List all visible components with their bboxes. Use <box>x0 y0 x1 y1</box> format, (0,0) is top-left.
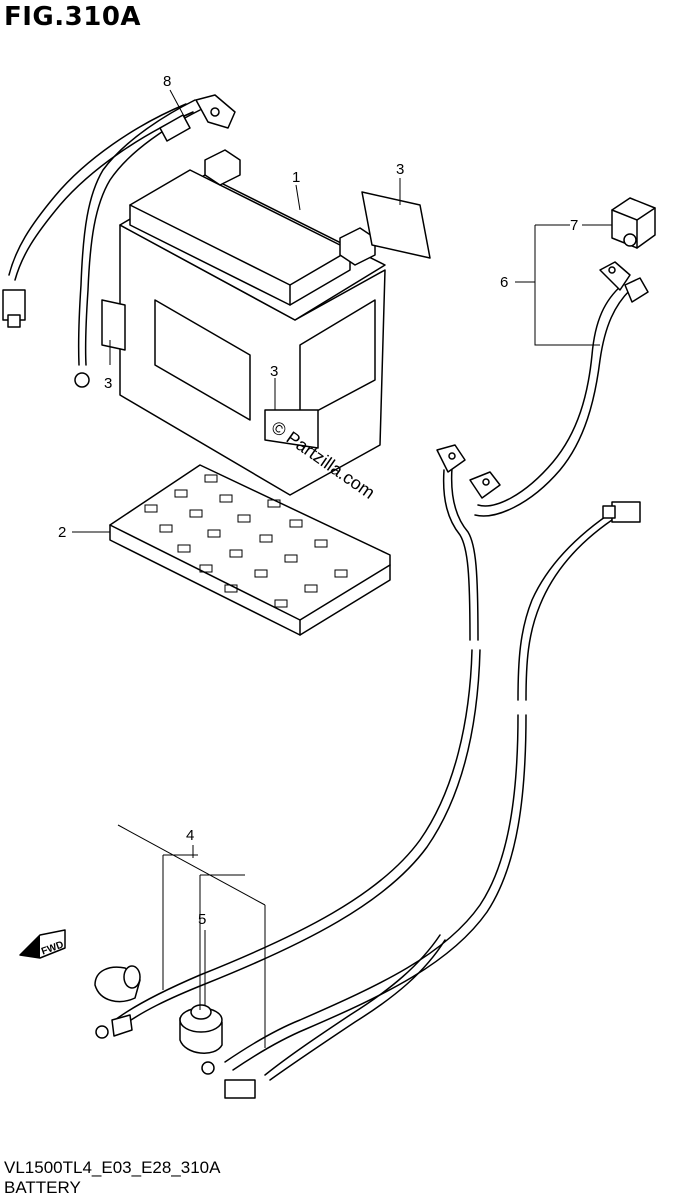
coupler-icon-2 <box>611 501 641 523</box>
pad-3-side[interactable] <box>101 299 319 449</box>
terminal-cap-7[interactable] <box>611 197 656 249</box>
terminal-cover-5[interactable] <box>179 1004 223 1054</box>
callout-7: 7 <box>570 217 578 234</box>
leader-lines <box>72 89 612 1048</box>
terminal-negative-icon <box>204 149 241 186</box>
callouts: 8 1 3 3 3 2 6 7 4 5 <box>58 73 578 928</box>
figure-code: VL1500TL4_E03_E28_310A <box>4 1158 221 1177</box>
negative-cable-4[interactable] <box>95 444 481 1039</box>
ring-terminal-icon <box>74 372 90 388</box>
figure-name: BATTERY <box>4 1178 81 1197</box>
callout-3-left: 3 <box>104 375 112 392</box>
starter-cable-5[interactable] <box>201 501 641 1099</box>
callout-6: 6 <box>500 274 508 291</box>
battery-tray-2[interactable] <box>109 464 391 636</box>
terminal-boot[interactable] <box>94 965 141 1003</box>
terminal-positive-icon <box>339 227 376 266</box>
wire-harness-8[interactable] <box>2 94 236 388</box>
callout-3-top: 3 <box>396 161 404 178</box>
callout-2: 2 <box>58 524 66 541</box>
positive-cable-6[interactable] <box>469 261 649 517</box>
fwd-arrow-icon: FWD <box>19 929 66 959</box>
callout-1: 1 <box>292 169 300 186</box>
coupler-icon-3 <box>224 1079 256 1099</box>
callout-3-mid: 3 <box>270 363 278 380</box>
callout-5: 5 <box>198 911 206 928</box>
callout-8: 8 <box>163 73 171 90</box>
pad-3-top[interactable] <box>361 191 431 259</box>
figure-title: FIG.310A <box>4 2 142 32</box>
callout-4: 4 <box>186 827 194 844</box>
battery-1[interactable] <box>119 149 386 496</box>
